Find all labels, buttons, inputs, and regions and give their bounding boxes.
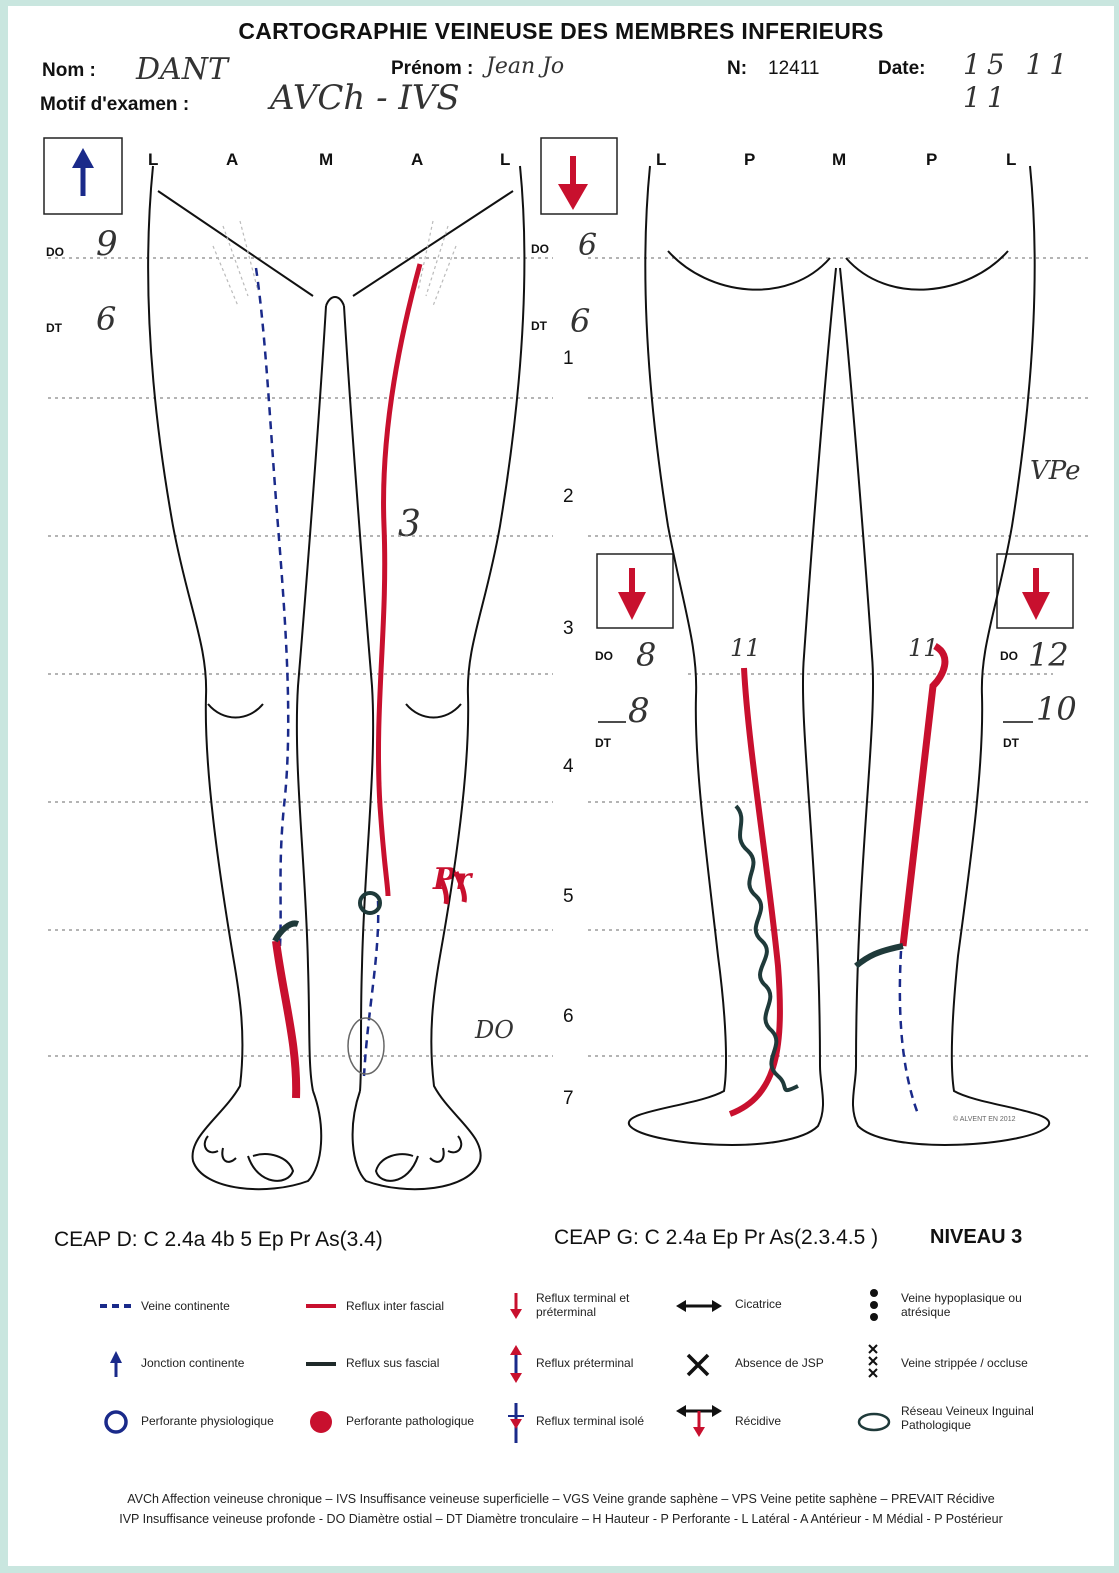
legend-label-1: Veine continente	[141, 1299, 230, 1313]
reflux-ssv-right	[903, 646, 945, 946]
red-dot-icon	[310, 1411, 332, 1433]
legend-label-2: Reflux inter fascial	[346, 1299, 444, 1313]
posterior-legs-outline	[629, 166, 1049, 1145]
ceap-left: CEAP G: C 2.4a Ep Pr As(2.3.4.5 )	[554, 1226, 878, 1250]
legend-label-10: Veine strippée / occluse	[901, 1356, 1028, 1370]
continent-vein-left-lower	[364, 901, 378, 1076]
footer-line-2: IVP Insuffisance veineuse profonde - DO …	[8, 1512, 1114, 1526]
legend-label-3: Reflux terminal et préterminal	[536, 1291, 646, 1319]
x-icon	[688, 1355, 708, 1375]
post-junction-box	[541, 138, 617, 214]
footer-line-1: AVCh Affection veineuse chronique – IVS …	[8, 1492, 1114, 1506]
legend-label-12: Perforante pathologique	[346, 1414, 474, 1428]
sus-fascial-tortuous	[736, 806, 798, 1090]
legend-label-8: Reflux préterminal	[536, 1356, 633, 1370]
reflux-ssv-left	[730, 668, 780, 1114]
reflux-right-lower	[276, 941, 296, 1098]
green-ellipse-icon	[859, 1414, 889, 1430]
legend-label-11: Perforante physiologique	[141, 1414, 274, 1428]
legend-label-7: Reflux sus fascial	[346, 1356, 439, 1370]
recidive-arrow-icon	[676, 1405, 722, 1437]
dots-icon	[870, 1289, 878, 1321]
ceap-right: CEAP D: C 2.4a 4b 5 Ep Pr As(3.4)	[54, 1228, 383, 1252]
red-down-arrow-icon	[510, 1293, 522, 1319]
up-down-arrow-icon	[510, 1345, 522, 1383]
legend-label-15: Réseau Veineux Inguinal Pathologique	[901, 1404, 1051, 1432]
legend-label-6: Jonction continente	[141, 1356, 244, 1370]
isolated-terminal-reflux-icon	[508, 1403, 524, 1443]
legend-label-9: Absence de JSP	[735, 1356, 824, 1370]
legend-label-14: Récidive	[735, 1414, 781, 1428]
reflux-gsv-left	[378, 264, 420, 896]
legend-label-13: Reflux terminal isolé	[536, 1414, 644, 1428]
ceap-niveau: NIVEAU 3	[930, 1226, 1022, 1249]
legend-label-5: Veine hypoplasique ou atrésique	[901, 1291, 1041, 1319]
blue-up-arrow-icon	[110, 1351, 122, 1377]
sus-fascial-right	[275, 923, 298, 941]
anterior-legs-outline	[148, 166, 524, 1189]
blue-circle-icon	[106, 1412, 126, 1432]
exam-sheet: CARTOGRAPHIE VEINEUSE DES MEMBRES INFERI…	[8, 6, 1114, 1566]
continent-vein-right	[256, 268, 288, 946]
triple-x-icon	[869, 1345, 877, 1377]
vein-map-diagram	[8, 6, 1114, 1206]
sus-fascial-right-post	[856, 946, 903, 966]
double-arrow-icon	[676, 1300, 722, 1312]
legend-label-4: Cicatrice	[735, 1297, 782, 1311]
continent-vein-post	[900, 951, 918, 1114]
